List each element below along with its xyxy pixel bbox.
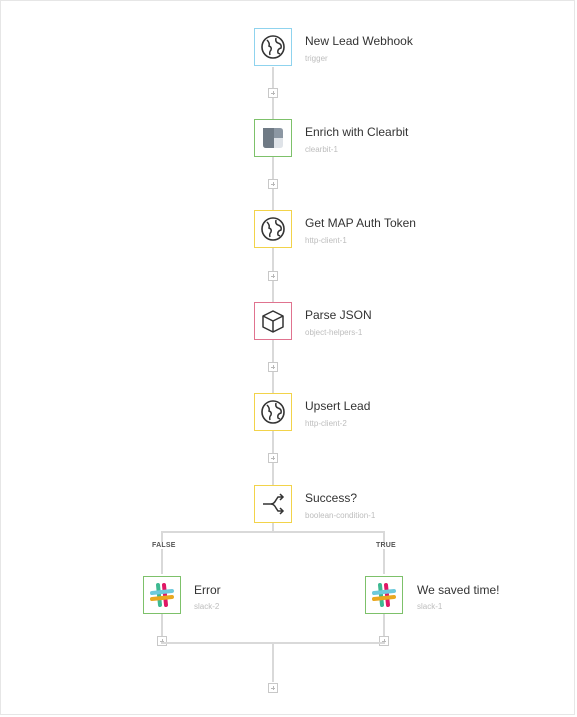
clearbit-icon xyxy=(263,128,283,148)
node-subtitle: slack-2 xyxy=(194,602,220,611)
node-http-client-2-box[interactable] xyxy=(254,393,292,431)
node-subtitle: boolean-condition-1 xyxy=(305,511,376,520)
node-slack-1-box[interactable] xyxy=(365,576,403,614)
add-step-button[interactable] xyxy=(157,636,167,646)
connector-line xyxy=(383,531,385,574)
node-subtitle: slack-1 xyxy=(417,602,443,611)
node-title: Get MAP Auth Token xyxy=(305,216,416,230)
globe-icon xyxy=(261,217,285,241)
node-http-client-1-box[interactable] xyxy=(254,210,292,248)
add-step-button[interactable] xyxy=(379,636,389,646)
node-subtitle: clearbit-1 xyxy=(305,145,338,154)
node-title: Enrich with Clearbit xyxy=(305,125,409,139)
connector-line xyxy=(161,614,163,643)
connector-line xyxy=(272,523,274,531)
node-trigger-box[interactable] xyxy=(254,28,292,66)
node-slack-2-box[interactable] xyxy=(143,576,181,614)
branch-split-line xyxy=(161,531,385,533)
connector-line xyxy=(272,642,274,682)
node-title: New Lead Webhook xyxy=(305,34,413,48)
node-title: Error xyxy=(194,583,221,597)
add-step-button[interactable] xyxy=(268,362,278,372)
node-clearbit-box[interactable] xyxy=(254,119,292,157)
connector-line xyxy=(161,531,163,574)
add-step-button[interactable] xyxy=(268,179,278,189)
branch-label-true: TRUE xyxy=(375,542,397,549)
node-title: We saved time! xyxy=(417,583,500,597)
add-step-button[interactable] xyxy=(268,683,278,693)
cube-icon xyxy=(262,310,284,333)
globe-icon xyxy=(261,400,285,424)
add-step-button[interactable] xyxy=(268,271,278,281)
node-object-helpers-1-box[interactable] xyxy=(254,302,292,340)
node-subtitle: object-helpers-1 xyxy=(305,328,363,337)
connector-line xyxy=(383,614,385,643)
add-step-button[interactable] xyxy=(268,88,278,98)
node-subtitle: trigger xyxy=(305,54,328,63)
add-step-button[interactable] xyxy=(268,453,278,463)
node-subtitle: http-client-2 xyxy=(305,419,347,428)
globe-icon xyxy=(261,35,285,59)
node-title: Upsert Lead xyxy=(305,399,371,413)
node-title: Parse JSON xyxy=(305,308,372,322)
branch-label-false: FALSE xyxy=(151,542,177,549)
slack-icon xyxy=(372,583,396,607)
branch-icon xyxy=(263,493,285,515)
node-boolean-condition-1-box[interactable] xyxy=(254,485,292,523)
node-subtitle: http-client-1 xyxy=(305,236,347,245)
slack-icon xyxy=(150,583,174,607)
node-title: Success? xyxy=(305,491,358,505)
